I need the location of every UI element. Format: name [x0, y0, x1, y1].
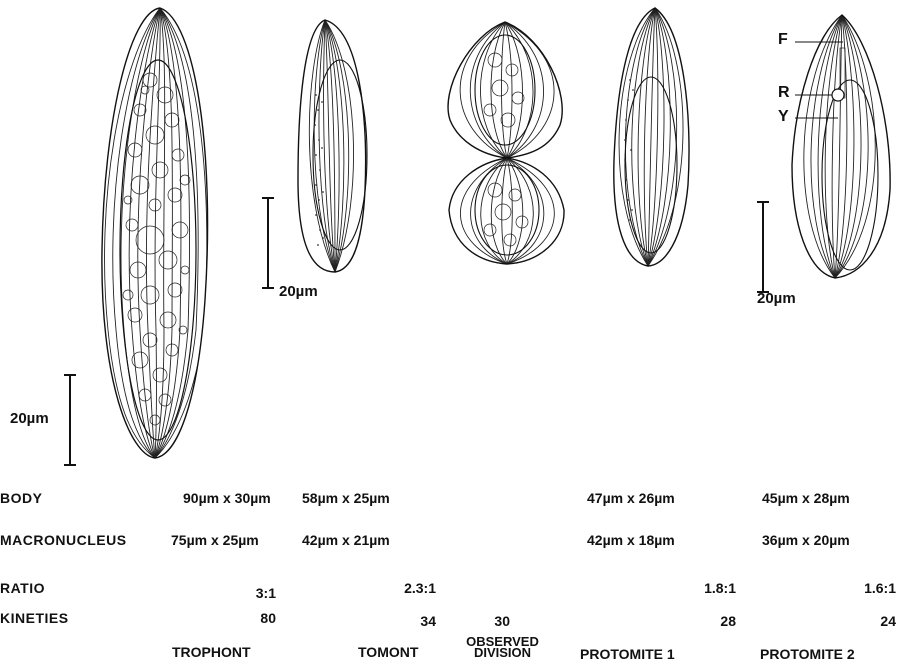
division-upper-kineties — [460, 22, 554, 158]
scale-bar-tomont — [262, 198, 274, 288]
row-label-body: BODY — [0, 490, 42, 506]
division-drawing — [448, 22, 564, 264]
marker-f-label: F — [778, 31, 788, 49]
trophont-drawing — [102, 8, 208, 458]
row-label-macronucleus: MACRONUCLEUS — [0, 532, 127, 548]
cell-protomite1-body: 47µm x 26µm — [587, 490, 675, 506]
scale-bar-protomite — [757, 202, 769, 292]
marker-r-label: R — [778, 84, 790, 102]
stage-label-tomont: TOMONT — [358, 644, 418, 660]
stage-label-protomite-2: PROTOMITE 2 — [760, 646, 855, 662]
marker-y-label: Y — [778, 108, 789, 126]
cell-protomite1-macronucleus: 42µm x 18µm — [587, 532, 675, 548]
cell-trophont-macronucleus: 75µm x 25µm — [171, 532, 259, 548]
cell-protomite2-macronucleus: 36µm x 20µm — [762, 532, 850, 548]
stage-label-trophont: TROPHONT — [172, 644, 251, 660]
tomont-kineties — [309, 20, 353, 272]
tomont-drawing — [298, 20, 367, 272]
cell-protomite2-kineties: 24 — [820, 613, 896, 629]
scale-label-trophont: 20µm — [10, 410, 49, 427]
cell-protomite2-ratio: 1.6:1 — [820, 580, 896, 596]
cell-protomite1-kineties: 28 — [660, 613, 736, 629]
protomite-2-r-structure — [832, 89, 844, 101]
cell-division-kineties: 30 — [460, 613, 510, 629]
cell-trophont-body: 90µm x 30µm — [183, 490, 271, 506]
cell-protomite1-ratio: 1.8:1 — [660, 580, 736, 596]
scale-label-tomont: 20µm — [279, 283, 318, 300]
scale-bar-trophont — [64, 375, 76, 465]
row-label-ratio: RATIO — [0, 580, 45, 596]
cell-tomont-kineties: 34 — [360, 613, 436, 629]
cell-tomont-body: 58µm x 25µm — [302, 490, 390, 506]
cell-tomont-macronucleus: 42µm x 21µm — [302, 532, 390, 548]
cell-protomite2-body: 45µm x 28µm — [762, 490, 850, 506]
scale-label-protomite: 20µm — [757, 290, 796, 307]
stage-label-protomite-1: PROTOMITE 1 — [580, 646, 675, 662]
protomite-2-drawing — [792, 15, 890, 278]
stage-label-division: OBSERVED DIVISION — [460, 636, 545, 666]
cell-trophont-ratio: 3:1 — [200, 585, 276, 601]
cell-tomont-ratio: 2.3:1 — [360, 580, 436, 596]
protomite-1-drawing — [614, 8, 689, 266]
protomite-1-kineties — [619, 8, 683, 266]
cell-trophont-kineties: 80 — [200, 610, 276, 626]
row-label-kineties: KINETIES — [0, 610, 69, 626]
